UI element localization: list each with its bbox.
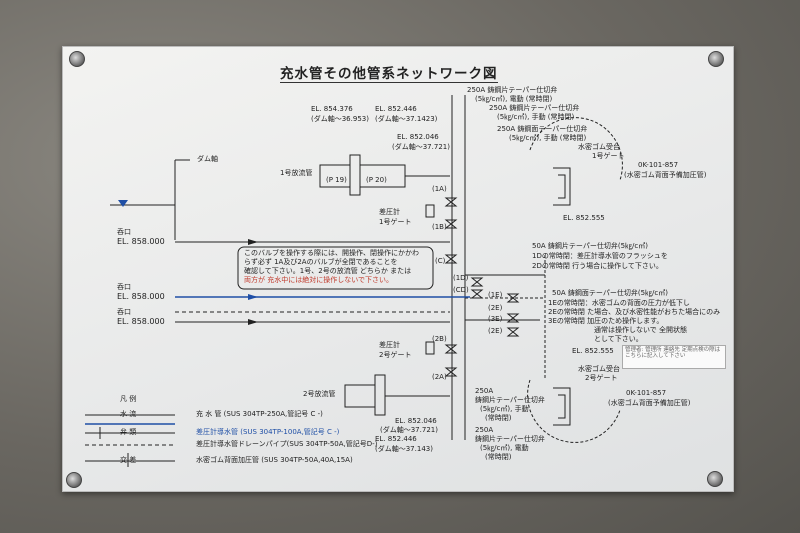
valve-3e-label: (3E) <box>488 315 503 323</box>
dam-left-label: (ダム軸～36.953) <box>311 115 369 123</box>
pressure-gauge-bottom-label: 差圧計 <box>379 341 400 349</box>
valve-1e-label: (1E) <box>488 291 503 299</box>
valve50a-b-line6: として下さい。 <box>594 335 643 343</box>
el-left-label: EL. 854.376 <box>311 105 353 113</box>
legend-row3-desc: 差圧計導水管ドレーンパイプ(SUS 304TP-50A,管記号D-) <box>196 440 378 448</box>
gate-1-label: 1号ゲート <box>379 218 412 226</box>
outlet-2-label: 2号放流管 <box>303 390 336 398</box>
bottom-note-line5: 250A <box>475 426 494 434</box>
legend-row1-desc: 充 水 管 (SUS 304TP-250A,管記号 C -) <box>196 410 323 418</box>
top-note-line4: (5㎏/c㎡), 手動 (常時閉) <box>497 113 575 121</box>
valve-1b-label: (1B) <box>432 223 447 231</box>
legend-row4-desc: 水密ゴム背面加圧管 (SUS 304TP-50A,40A,15A) <box>196 456 353 464</box>
bottom-note-line2: 鋳鋼片テーパー仕切弁 <box>475 396 545 404</box>
valve-2e-ce-label: (2E) <box>488 304 503 312</box>
p20-label: (P 20) <box>366 176 387 184</box>
bottom-note-line3: (5㎏/c㎡), 手動 <box>480 405 529 413</box>
dam-mid-label: (ダム軸～37.1423) <box>375 115 438 123</box>
screw-top-right-icon <box>708 51 724 67</box>
bottom-note-line8: (常時閉) <box>485 453 512 461</box>
lower-dam-low: (ダム軸～37.721) <box>380 426 438 434</box>
caution-line3: 確認して下さい。1号、2号の放流管 どちらか または <box>244 267 412 275</box>
seal-top-part: 0K-101-857 <box>638 161 679 169</box>
dam-low-label: (ダム軸～37.721) <box>392 143 450 151</box>
el-low-label: EL. 852.046 <box>397 133 439 141</box>
screw-bottom-left-icon <box>66 472 82 488</box>
p19-label: (P 19) <box>326 176 347 184</box>
valve50a-line2: 1Dの常時閉：差圧計導水管のフラッシュを <box>532 252 668 260</box>
bottom-note-line4: (常時閉) <box>485 414 512 422</box>
valve50a-b-line3: 2Eの常時閉 た場合、及び水密性能がおちた場合にのみ <box>548 308 721 316</box>
dam-axis-label: ダム軸 <box>197 155 218 163</box>
bottom-note-line1: 250A <box>475 387 494 395</box>
lower-el-low: EL. 852.046 <box>395 417 437 425</box>
legend-row4-kind: 交 差 <box>120 456 137 464</box>
valve-2a-label: (2A) <box>432 373 447 381</box>
lower-el-mid: EL. 852.446 <box>375 435 417 443</box>
legend-row2-desc: 差圧計導水管 (SUS 304TP-100A,管記号 C -) <box>196 428 340 436</box>
valve50a-line1: 50A 鋳鋼片テーパー仕切弁(5㎏/c㎡) <box>532 242 648 250</box>
valve-2b-label: (2B) <box>432 335 447 343</box>
valve-1d-label: (1D) <box>453 274 469 282</box>
inlet-2-label: 呑口 <box>117 283 131 291</box>
valve-c-label: (C) <box>435 257 446 265</box>
inlet-1-el: EL. 858.000 <box>117 237 165 246</box>
sign-plate <box>62 46 734 492</box>
valve-1a-label: (1A) <box>432 185 447 193</box>
screw-bottom-right-icon <box>707 471 723 487</box>
pressure-gauge-top-label: 差圧計 <box>379 208 400 216</box>
valve-cd-label: (CD) <box>453 286 469 294</box>
top-note-line1: 250A 鋳鋼片テーパー仕切弁 <box>467 86 558 94</box>
inlet-1-label: 呑口 <box>117 228 131 236</box>
legend-heading: 凡 例 <box>120 395 137 403</box>
seal-top-el: EL. 852.555 <box>563 214 605 222</box>
top-note-line6: (5㎏/c㎡), 手動 (常時閉) <box>509 134 587 142</box>
valve50a-line3: 2Dの常時閉 行う場合に操作して下さい。 <box>532 262 663 270</box>
outlet-1-label: 1号放流管 <box>280 169 313 177</box>
legend-row1-kind: 水 流 <box>120 410 137 418</box>
valve50a-b-line1: 50A 鋳鋼面テーパー仕切弁(5㎏/c㎡) <box>552 289 668 297</box>
diagram-title: 充水管その他管系ネットワーク図 <box>280 62 498 83</box>
caution-line1: このバルブを操作する際には、開操作、閉操作にかかわ <box>244 249 419 257</box>
screw-top-left-icon <box>69 51 85 67</box>
caution-line2: らず必ず 1A及び2Aのバルブが全閉であることを <box>244 258 398 266</box>
top-note-line5: 250A 鋳鋼面テーパー仕切弁 <box>497 125 588 133</box>
seal-bottom-gate: 2号ゲート <box>585 374 618 382</box>
bottom-note-line6: 鋳鋼片テーパー仕切弁 <box>475 435 545 443</box>
lower-dam-mid: (ダム軸～37.143) <box>375 445 433 453</box>
seal-bottom-label: 水密ゴム受台 <box>578 365 620 373</box>
seal-top-gate: 1号ゲート <box>592 152 625 160</box>
valve-2e-label: (2E) <box>488 327 503 335</box>
bottom-note-line7: (5㎏/c㎡), 電動 <box>480 444 529 452</box>
seal-bottom-desc: (水密ゴム背面予備加圧管) <box>608 399 691 407</box>
seal-bottom-el: EL. 852.555 <box>572 347 614 355</box>
top-note-line2: (5㎏/c㎡), 電動 (常時閉) <box>475 95 553 103</box>
seal-top-desc: (水密ゴム背面予備加圧管) <box>624 171 707 179</box>
water-level-icon <box>118 200 128 207</box>
seal-top-label: 水密ゴム受台 <box>578 143 620 151</box>
inlet-3-label: 呑口 <box>117 308 131 316</box>
maintenance-sticker: 管理者: 管理所 連絡先 定期点検の際はこちらに記入して下さい <box>622 345 726 369</box>
inlet-2-el: EL. 858.000 <box>117 292 165 301</box>
legend-row2-kind: 弁 類 <box>120 428 137 436</box>
el-mid-label: EL. 852.446 <box>375 105 417 113</box>
caution-line4: 両方が 充水中には絶対に操作しないで下さい。 <box>244 276 394 284</box>
valve50a-b-line4: 3Eの常時閉 加圧のため操作します。 <box>548 317 664 325</box>
seal-bottom-part: 0K-101-857 <box>626 389 667 397</box>
valve50a-b-line2: 1Eの常時閉：水密ゴムの背面の圧力が低下し <box>548 299 690 307</box>
gate-2-label: 2号ゲート <box>379 351 412 359</box>
valve50a-b-line5: 通常は操作しないで 全開状態 <box>594 326 688 334</box>
top-note-line3: 250A 鋳鋼片テーパー仕切弁 <box>489 104 580 112</box>
inlet-3-el: EL. 858.000 <box>117 317 165 326</box>
